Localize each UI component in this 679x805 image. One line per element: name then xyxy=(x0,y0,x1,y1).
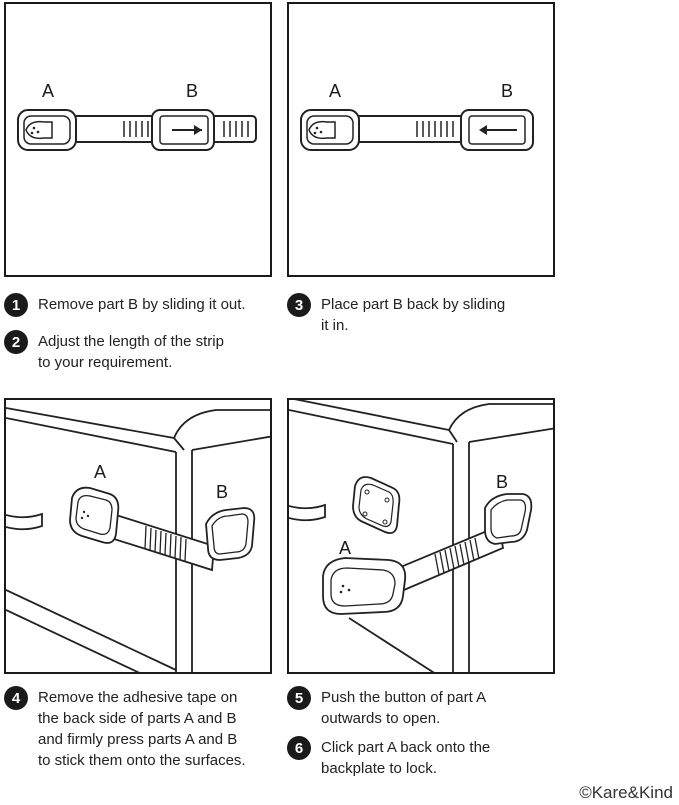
panel-place-part-b: A B xyxy=(287,2,555,277)
cabinet-install-diagram: A B xyxy=(6,407,270,672)
step-1: 1 Remove part B by sliding it out. xyxy=(4,293,246,317)
step-text: Click part A back onto the backplate to … xyxy=(321,739,491,777)
label-a: A xyxy=(329,81,341,101)
step-text: Adjust the length of the strip to your r… xyxy=(38,333,224,371)
label-a: A xyxy=(339,538,351,558)
arrow-left-icon xyxy=(479,125,487,135)
step-number-badge: 2 xyxy=(4,330,28,354)
strap-ridges xyxy=(144,525,187,562)
label-a: A xyxy=(94,462,106,482)
panel-open-and-lock: A B xyxy=(287,398,555,674)
strap-ridges xyxy=(434,537,480,576)
label-b: B xyxy=(501,81,513,101)
panel-remove-part-b: A B xyxy=(4,2,272,277)
step-text: Remove part B by sliding it out. xyxy=(38,296,246,313)
label-b: B xyxy=(186,81,198,101)
strap-ridges xyxy=(416,121,454,137)
step-text: Push the button of part A outwards to op… xyxy=(321,689,487,727)
step-number-badge: 5 xyxy=(287,686,311,710)
step-3: 3 Place part B back by sliding it in. xyxy=(287,293,506,336)
step-6: 6 Click part A back onto the backplate t… xyxy=(287,736,491,779)
strap-ridges xyxy=(123,121,249,137)
cabinet-outline xyxy=(6,407,270,672)
step-number-badge: 3 xyxy=(287,293,311,317)
label-b: B xyxy=(496,472,508,492)
label-b: B xyxy=(216,482,228,502)
arrow-right-icon xyxy=(194,125,202,135)
step-2: 2 Adjust the length of the strip to your… xyxy=(4,330,224,373)
step-number-badge: 6 xyxy=(287,736,311,760)
step-text: Place part B back by sliding it in. xyxy=(321,296,506,334)
step-5: 5 Push the button of part A outwards to … xyxy=(287,686,487,729)
panel-install-on-cabinet: A B xyxy=(4,398,272,674)
strap-lock-diagram-1: A B xyxy=(17,81,257,151)
step-number-badge: 1 xyxy=(4,293,28,317)
cabinet-lock-diagram: A B xyxy=(289,400,553,672)
step-text: Remove the adhesive tape on the back sid… xyxy=(38,689,246,769)
strap-lock-diagram-2: A B xyxy=(300,81,534,151)
copyright-notice: ©Kare&Kind xyxy=(579,783,673,802)
step-4: 4 Remove the adhesive tape on the back s… xyxy=(4,686,246,771)
step-number-badge: 4 xyxy=(4,686,28,710)
label-a: A xyxy=(42,81,54,101)
